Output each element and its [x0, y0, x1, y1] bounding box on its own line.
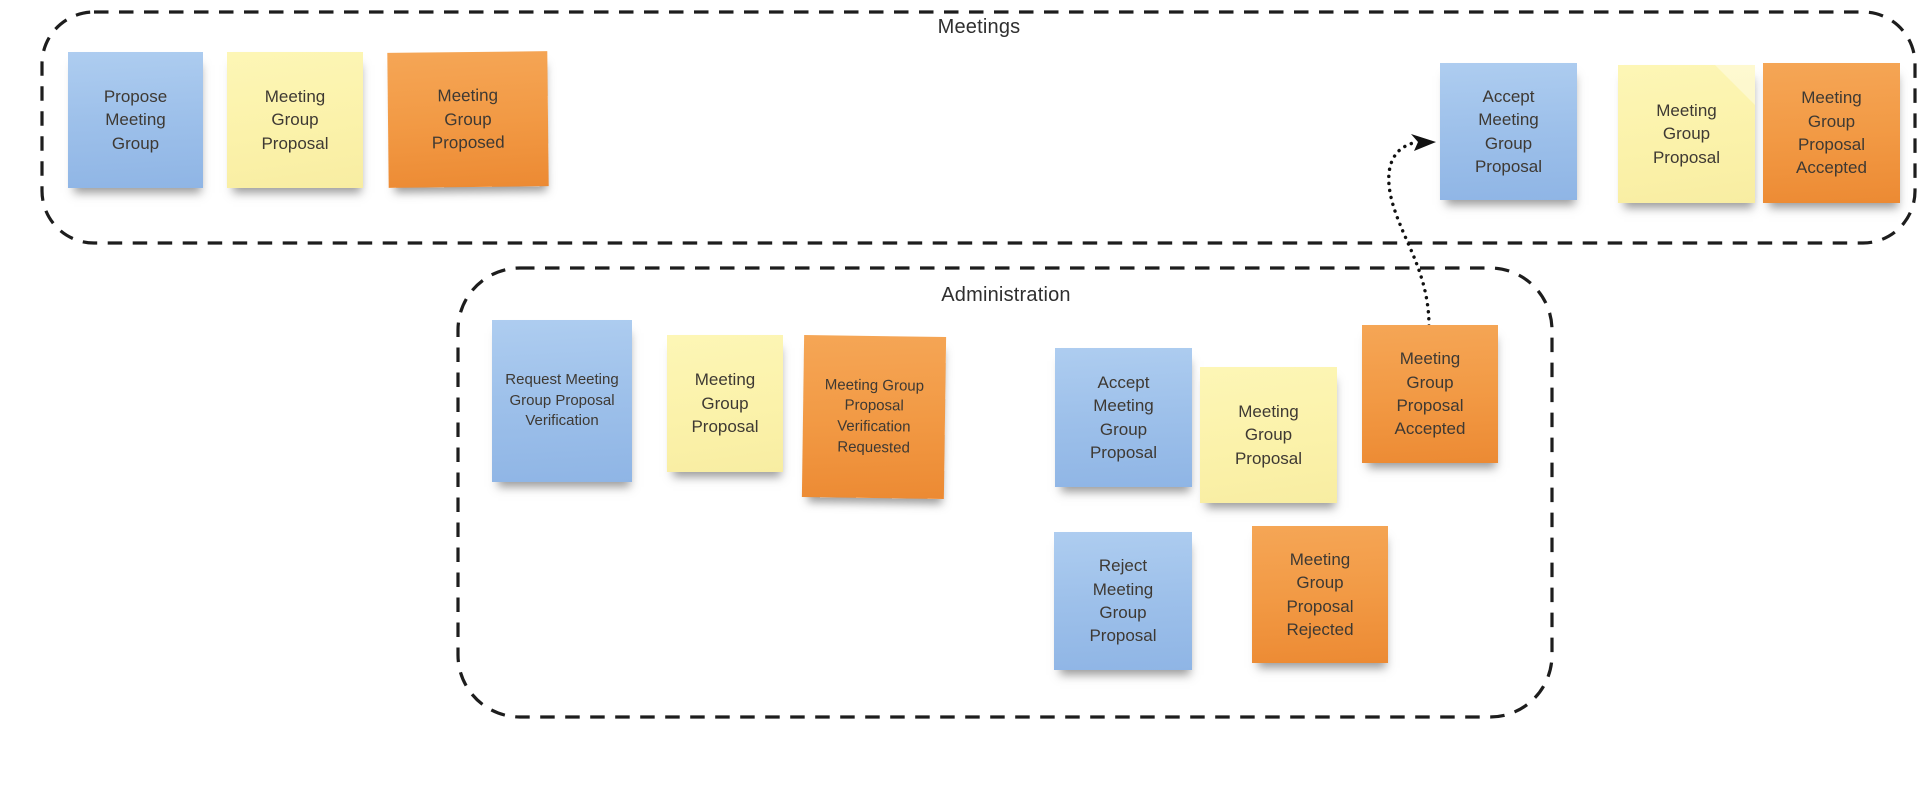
sticky-note-meeting-group-proposal-1[interactable]: Meeting Group Proposal — [227, 52, 363, 188]
sticky-note-meeting-group-proposal-accepted-1[interactable]: Meeting Group Proposal Accepted — [1763, 63, 1900, 203]
sticky-note-meeting-group-proposal-accepted-2[interactable]: Meeting Group Proposal Accepted — [1362, 325, 1498, 463]
sticky-note-label: Meeting Group Proposal — [1234, 401, 1303, 468]
sticky-note-accept-meeting-group-proposal-2[interactable]: Accept Meeting Group Proposal — [1055, 348, 1192, 487]
sticky-note-accept-meeting-group-proposal-1[interactable]: Accept Meeting Group Proposal — [1440, 63, 1577, 200]
sticky-note-label: Meeting Group Proposal Accepted — [1796, 88, 1867, 178]
sticky-note-label: Request Meeting Group Proposal Verificat… — [505, 370, 619, 430]
sticky-note-label: Meeting Group Proposal Verification Requ… — [824, 375, 925, 457]
sticky-note-label: Meeting Group Proposal — [691, 370, 759, 437]
dotted-arrow-connector[interactable] — [1387, 141, 1431, 328]
sticky-note-label: Meeting Group Proposal Accepted — [1394, 349, 1466, 439]
sticky-note-request-meeting-group-proposal-verification[interactable]: Request Meeting Group Proposal Verificat… — [492, 320, 632, 482]
sticky-note-label: Meeting Group Proposal Rejected — [1286, 549, 1354, 639]
sticky-note-label: Meeting Group Proposed — [431, 85, 505, 153]
sticky-note-label: Meeting Group Proposal — [261, 86, 329, 153]
sticky-note-reject-meeting-group-proposal[interactable]: Reject Meeting Group Proposal — [1054, 532, 1192, 670]
sticky-note-label: Accept Meeting Group Proposal — [1474, 86, 1543, 176]
group-title-administration[interactable]: Administration — [941, 284, 1071, 306]
sticky-note-label: Propose Meeting Group — [103, 86, 168, 153]
sticky-note-propose-meeting-group[interactable]: Propose Meeting Group — [68, 52, 203, 188]
sticky-note-meeting-group-proposal-4[interactable]: Meeting Group Proposal — [1200, 367, 1337, 503]
sticky-note-meeting-group-proposal-rejected[interactable]: Meeting Group Proposal Rejected — [1252, 526, 1388, 663]
group-title-meetings[interactable]: Meetings — [937, 16, 1021, 38]
sticky-note-meeting-group-proposal-verification-requested[interactable]: Meeting Group Proposal Verification Requ… — [801, 335, 947, 499]
sticky-note-meeting-group-proposal-3[interactable]: Meeting Group Proposal — [667, 335, 783, 472]
arrowhead-icon — [1411, 134, 1436, 151]
sticky-note-meeting-group-proposal-2[interactable]: Meeting Group Proposal — [1618, 65, 1755, 203]
folded-corner-icon — [1715, 65, 1755, 105]
sticky-note-label: Reject Meeting Group Proposal — [1089, 556, 1157, 646]
sticky-note-meeting-group-proposed[interactable]: Meeting Group Proposed — [387, 51, 549, 188]
sticky-note-label: Accept Meeting Group Proposal — [1089, 372, 1158, 462]
sticky-note-label: Meeting Group Proposal — [1652, 100, 1721, 167]
